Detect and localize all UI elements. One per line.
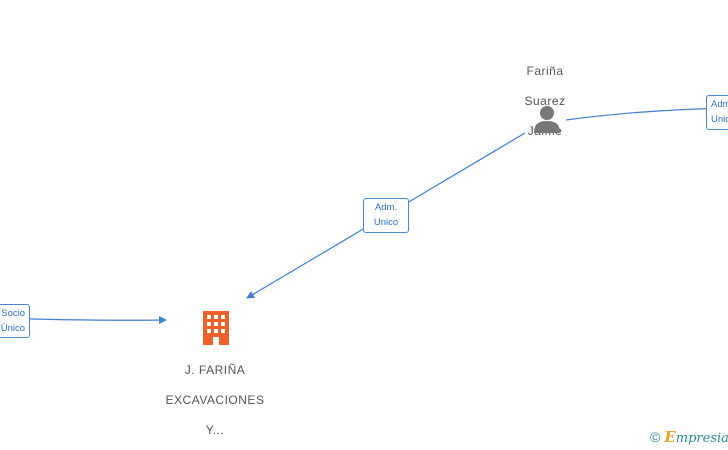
- edge-label-left-line-1: Socio: [1, 308, 25, 319]
- building-icon[interactable]: [200, 309, 232, 350]
- footer-brand: © Empresia: [650, 428, 728, 446]
- brand-initial: E: [664, 428, 676, 446]
- company-name-line-1: J. FARIÑA: [184, 363, 246, 377]
- company-name-line-2: EXCAVACIONES: [165, 393, 265, 407]
- edge-label-socio-unico[interactable]: Socio Único: [0, 304, 30, 338]
- copyright-symbol: ©: [650, 429, 661, 445]
- company-node-name: J. FARIÑA EXCAVACIONES Y...: [150, 348, 280, 438]
- edge-label-left-line-2: Único: [0, 323, 25, 334]
- person-name-line-2: Suarez: [524, 94, 566, 108]
- company-name-line-3: Y...: [205, 423, 225, 437]
- person-icon[interactable]: [532, 104, 562, 139]
- edge-label-right-line-2: Unico: [711, 114, 728, 125]
- edge-label-line-2: Unico: [373, 217, 399, 228]
- edge-label-adm-unico-right[interactable]: Adm. Unico: [706, 95, 728, 130]
- edge-label-line-1: Adm.: [374, 202, 398, 213]
- edge-person-to-right: [565, 107, 728, 121]
- brand-logo[interactable]: Empresia: [664, 428, 728, 446]
- person-name-line-1: Fariña: [526, 64, 564, 78]
- edge-label-right-line-1: Adm.: [711, 99, 728, 110]
- edge-label-adm-unico[interactable]: Adm. Unico: [363, 198, 409, 233]
- brand-name: mpresia: [675, 431, 728, 446]
